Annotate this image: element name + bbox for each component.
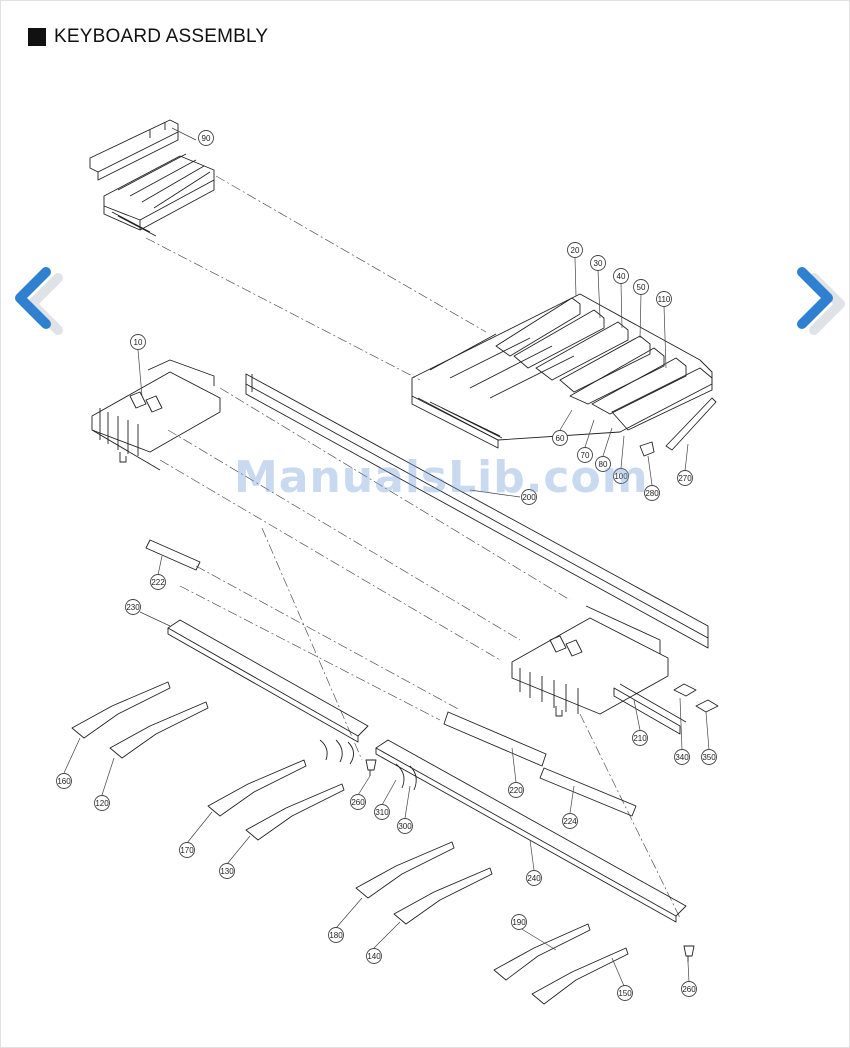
callout-190: 190 (511, 914, 527, 930)
part-10-frame-right (511, 605, 669, 717)
svg-text:80: 80 (599, 460, 608, 469)
svg-text:310: 310 (375, 808, 389, 817)
callout-110: 110 (656, 291, 672, 307)
part-280-clip (639, 441, 655, 457)
svg-text:210: 210 (633, 734, 647, 743)
svg-text:20: 20 (571, 246, 580, 255)
next-page-button[interactable] (786, 258, 848, 340)
svg-text:100: 100 (614, 472, 628, 481)
svg-text:10: 10 (134, 338, 143, 347)
svg-text:30: 30 (594, 259, 603, 268)
part-224-connector (539, 767, 637, 817)
part-240-plate (375, 739, 687, 923)
svg-text:70: 70 (581, 451, 590, 460)
assembly-guide-lines (145, 175, 681, 919)
svg-text:180: 180 (329, 931, 343, 940)
leader-lines (63, 127, 710, 987)
svg-text:90: 90 (202, 134, 211, 143)
callout-150: 150 (617, 985, 633, 1001)
callout-90: 90 (198, 130, 214, 146)
callout-170: 170 (179, 842, 195, 858)
svg-text:50: 50 (637, 283, 646, 292)
callout-260: 260 (350, 794, 366, 810)
hammer-parts (71, 681, 629, 1005)
callout-140: 140 (366, 948, 382, 964)
title-square-icon (28, 28, 46, 46)
part-340-pad (673, 683, 697, 697)
svg-text:220: 220 (509, 786, 523, 795)
callout-130: 130 (219, 863, 235, 879)
svg-text:260: 260 (682, 985, 696, 994)
callout-120: 120 (94, 795, 110, 811)
svg-text:150: 150 (618, 989, 632, 998)
part-260-screw-b (683, 945, 695, 962)
callout-224: 224 (562, 813, 578, 829)
svg-text:130: 130 (220, 867, 234, 876)
callout-310: 310 (374, 804, 390, 820)
callout-340: 340 (674, 749, 690, 765)
callout-100: 100 (613, 468, 629, 484)
callout-180: 180 (328, 927, 344, 943)
chevron-right-icon (797, 267, 845, 335)
svg-text:110: 110 (658, 295, 671, 304)
callout-270: 270 (677, 470, 693, 486)
part-main-keyboard (411, 293, 717, 457)
svg-text:60: 60 (556, 434, 565, 443)
svg-text:230: 230 (126, 603, 140, 612)
part-350-pad (695, 699, 719, 713)
svg-text:300: 300 (398, 822, 412, 831)
svg-text:222: 222 (151, 578, 165, 587)
callout-220: 220 (508, 782, 524, 798)
svg-text:200: 200 (522, 493, 536, 502)
page-title-text: KEYBOARD ASSEMBLY (54, 26, 269, 47)
svg-text:240: 240 (527, 874, 541, 883)
callout-160: 160 (56, 773, 72, 789)
part-222-strip (145, 539, 201, 571)
svg-text:260: 260 (351, 798, 365, 807)
callout-60: 60 (552, 430, 568, 446)
callout-350: 350 (701, 749, 717, 765)
svg-text:190: 190 (512, 918, 526, 927)
part-90-end-block (89, 119, 179, 181)
svg-text:270: 270 (678, 474, 692, 483)
callout-210: 210 (632, 730, 648, 746)
part-10-frame-left (91, 359, 221, 471)
callout-70: 70 (577, 447, 593, 463)
svg-text:224: 224 (563, 817, 577, 826)
svg-text:40: 40 (617, 272, 626, 281)
svg-text:350: 350 (702, 753, 716, 762)
callout-10: 10 (130, 334, 146, 350)
part-upper-key-group (103, 153, 215, 237)
part-230-plate (167, 619, 369, 765)
callout-300: 300 (397, 818, 413, 834)
svg-text:340: 340 (675, 753, 689, 762)
callout-230: 230 (125, 599, 141, 615)
callout-30: 30 (590, 255, 606, 271)
part-210-rail (613, 683, 687, 735)
svg-text:170: 170 (180, 846, 194, 855)
callout-260-b: 260 (681, 981, 697, 997)
svg-text:140: 140 (367, 952, 381, 961)
callout-200: 200 (521, 489, 537, 505)
svg-text:280: 280 (645, 489, 659, 498)
callout-240: 240 (526, 870, 542, 886)
svg-text:120: 120 (95, 799, 109, 808)
callout-20: 20 (567, 242, 583, 258)
part-260-screw (365, 759, 377, 776)
callout-40: 40 (613, 268, 629, 284)
part-220-connector (443, 711, 547, 767)
svg-text:160: 160 (57, 777, 71, 786)
callout-222: 222 (150, 574, 166, 590)
callout-80: 80 (595, 456, 611, 472)
part-200-rail (245, 373, 709, 649)
chevron-left-icon (15, 267, 63, 335)
prev-page-button[interactable] (6, 258, 68, 340)
part-270-bar (665, 397, 717, 451)
page-title: KEYBOARD ASSEMBLY (28, 26, 268, 48)
watermark-text: ManualsLib.com (234, 452, 649, 503)
callout-280: 280 (644, 485, 660, 501)
callout-50: 50 (633, 279, 649, 295)
